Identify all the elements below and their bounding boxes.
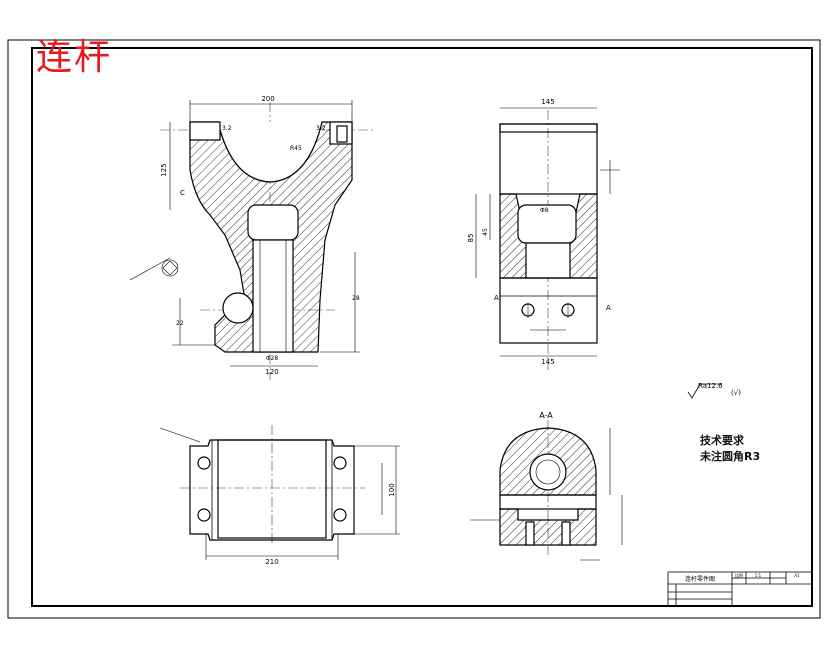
drawing-title: 连杆 xyxy=(36,37,113,78)
sheet-size: A1 xyxy=(794,573,800,578)
roughness-value: Ra12.6 xyxy=(698,382,723,390)
front-chamfer: C xyxy=(180,189,185,197)
plan-view xyxy=(180,425,365,545)
side-phi: Φ8 xyxy=(540,207,549,214)
scale-label: 比例 xyxy=(735,572,743,578)
scale-value: 1:1 xyxy=(755,573,762,578)
outer-border xyxy=(7,39,821,619)
roughness-symbol xyxy=(687,383,722,399)
front-view-dims xyxy=(129,100,360,367)
title-block xyxy=(667,571,813,607)
section-label: A-A xyxy=(539,411,553,420)
front-top-dim: 200 xyxy=(261,95,274,103)
side-view xyxy=(499,110,598,370)
front-rough-1: 3.2 xyxy=(222,125,232,132)
view-mark-a-right: A xyxy=(606,304,611,312)
plan-width-dim: 210 xyxy=(265,558,278,566)
view-mark-a-left: A xyxy=(494,294,499,302)
roughness-suffix: (√) xyxy=(731,389,741,397)
front-left-dim: 125 xyxy=(160,163,168,176)
front-rough-2: 3.2 xyxy=(316,125,326,132)
section-view xyxy=(499,420,597,555)
part-name: 连杆零件图 xyxy=(685,575,715,583)
front-bottom-dim: 120 xyxy=(265,368,278,376)
inner-border xyxy=(31,47,813,607)
side-height-dim: 85 xyxy=(467,234,475,243)
front-radius-dim: R45 xyxy=(290,145,302,152)
tech-req-heading: 技术要求 xyxy=(700,434,744,447)
plan-height-dim: 100 xyxy=(388,483,396,496)
plan-view-dims xyxy=(159,427,400,560)
front-dim-28: 28 xyxy=(352,295,360,302)
front-phi-dim: Φ28 xyxy=(266,355,279,362)
side-top-dim: 145 xyxy=(541,98,554,106)
front-dim-22: 22 xyxy=(176,320,184,327)
side-view-dims xyxy=(475,107,620,357)
tech-req-line: 未注圆角R3 xyxy=(700,450,761,463)
front-view xyxy=(160,102,375,380)
side-bottom-dim: 145 xyxy=(541,358,554,366)
side-dim-45: 45 xyxy=(482,228,489,236)
section-dims xyxy=(470,428,623,561)
